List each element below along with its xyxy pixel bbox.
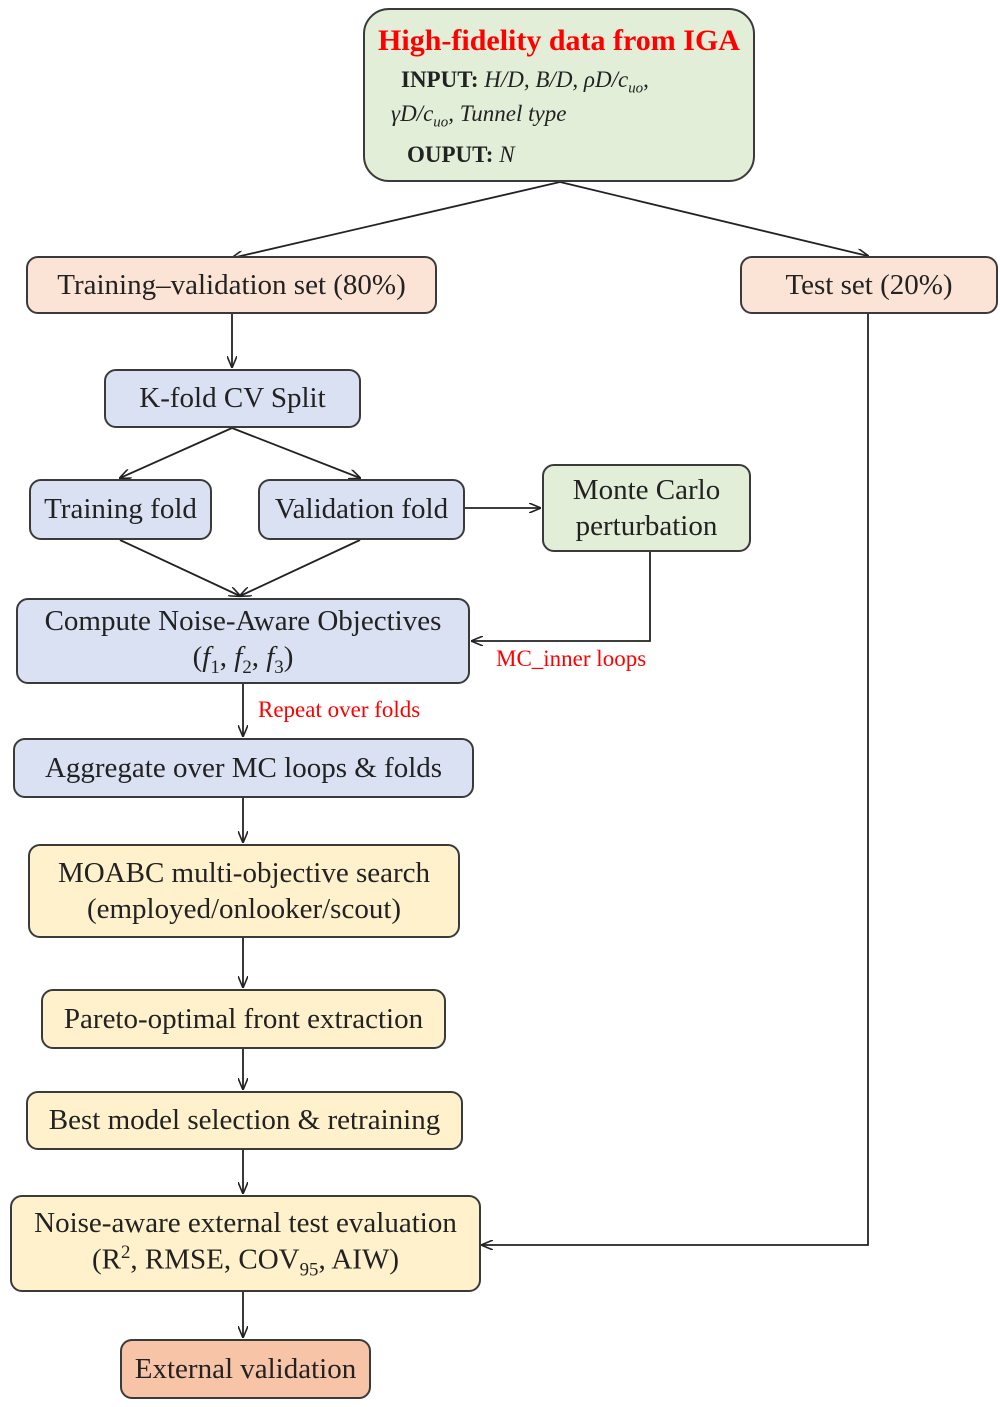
training-fold-box: Training fold: [29, 479, 212, 540]
input-line2-end: , Tunnel type: [448, 101, 567, 127]
metric-aiw: , AIW): [318, 1243, 399, 1276]
training-fold-label: Training fold: [44, 493, 197, 526]
noise-evaluation-label-line1: Noise-aware external test evaluation: [34, 1206, 457, 1239]
objective-functions: (f1, f2, f3): [193, 639, 294, 679]
input-label: INPUT:: [401, 66, 479, 92]
pareto-front-box: Pareto-optimal front extraction: [41, 989, 446, 1049]
moabc-label-line1: MOABC multi-objective search: [57, 856, 431, 889]
metric-cov-subscript: 95: [299, 1259, 319, 1281]
input-spec: INPUT: H/D, B/D, ρD/cuo,: [401, 64, 649, 99]
output-label: OUPUT:: [407, 142, 494, 168]
monte-carlo-label-line1: Monte Carlo: [572, 473, 721, 506]
kfold-cv-split-box: K-fold CV Split: [104, 369, 361, 428]
metric-r: (R: [92, 1243, 121, 1276]
objective-f2-symbol: f: [234, 640, 243, 673]
metric-r-superscript: 2: [121, 1242, 131, 1264]
arrow-training-fold-to-compute: [119, 539, 240, 596]
arrow-monte-carlo-to-compute: [472, 552, 651, 641]
arrow-test-set-to-noise-eval: [482, 314, 869, 1245]
objective-f3-subscript: 3: [274, 656, 284, 678]
arrow-kfold-to-training-fold: [120, 427, 233, 478]
objectives-separator-2: ,: [251, 640, 267, 673]
moabc-search-box: MOABC multi-objective search (employed/o…: [28, 844, 460, 938]
repeat-over-folds-annotation: Repeat over folds: [258, 697, 421, 722]
arrow-kfold-to-validation-fold: [231, 427, 360, 478]
aggregate-label: Aggregate over MC loops & folds: [44, 751, 443, 784]
input-variables-line1: H/D, B/D, ρD/c: [484, 66, 629, 92]
noise-evaluation-metrics: (R2, RMSE, COV95, AIW): [92, 1241, 399, 1282]
objectives-close-paren: ): [283, 640, 294, 673]
output-value: N: [499, 142, 515, 168]
arrow-source-to-training-validation: [232, 181, 561, 258]
objectives-open-paren: (: [192, 640, 203, 673]
objective-f1-subscript: 1: [210, 656, 220, 678]
mc-inner-loops-annotation: MC_inner loops: [496, 646, 647, 671]
arrow-source-to-test-set: [559, 181, 868, 256]
input-subscript-1: uo: [628, 80, 644, 97]
pareto-front-label: Pareto-optimal front extraction: [63, 1002, 424, 1035]
input-spec-line2: γD/cuo, Tunnel type: [391, 98, 566, 133]
moabc-label-line2: (employed/onlooker/scout): [86, 893, 402, 925]
input-variables-line2: γD/c: [391, 101, 434, 127]
arrow-validation-fold-to-compute: [240, 539, 361, 596]
output-spec: OUPUT: N: [407, 139, 515, 170]
external-validation-label: External validation: [134, 1352, 357, 1385]
validation-fold-box: Validation fold: [258, 479, 465, 540]
external-validation-box: External validation: [120, 1339, 371, 1399]
objective-f3-symbol: f: [266, 640, 275, 673]
training-validation-set-label: Training–validation set (80%): [57, 268, 406, 301]
monte-carlo-perturbation-box: Monte Carlo perturbation: [542, 464, 751, 552]
source-data-box: High-fidelity data from IGA INPUT: H/D, …: [363, 8, 755, 182]
validation-fold-label: Validation fold: [274, 493, 449, 526]
metric-rmse-cov: , RMSE, COV: [130, 1243, 300, 1276]
source-title: High-fidelity data from IGA: [378, 24, 740, 57]
test-set-label: Test set (20%): [785, 268, 953, 301]
aggregate-box: Aggregate over MC loops & folds: [13, 738, 474, 798]
compute-objectives-box: Compute Noise-Aware Objectives (f1, f2, …: [16, 598, 470, 684]
test-set-box: Test set (20%): [740, 256, 998, 314]
training-validation-set-box: Training–validation set (80%): [26, 256, 437, 314]
input-subscript-2: uo: [433, 114, 449, 131]
best-model-label: Best model selection & retraining: [48, 1104, 441, 1137]
monte-carlo-label-line2: perturbation: [575, 510, 718, 542]
objective-f2-subscript: 2: [242, 656, 252, 678]
objective-f1-symbol: f: [202, 640, 211, 673]
compute-objectives-label: Compute Noise-Aware Objectives: [44, 604, 442, 637]
best-model-box: Best model selection & retraining: [26, 1091, 463, 1150]
noise-aware-evaluation-box: Noise-aware external test evaluation (R2…: [10, 1195, 481, 1292]
objectives-separator-1: ,: [219, 640, 235, 673]
kfold-cv-split-label: K-fold CV Split: [139, 382, 326, 415]
input-line1-end: ,: [643, 66, 649, 92]
